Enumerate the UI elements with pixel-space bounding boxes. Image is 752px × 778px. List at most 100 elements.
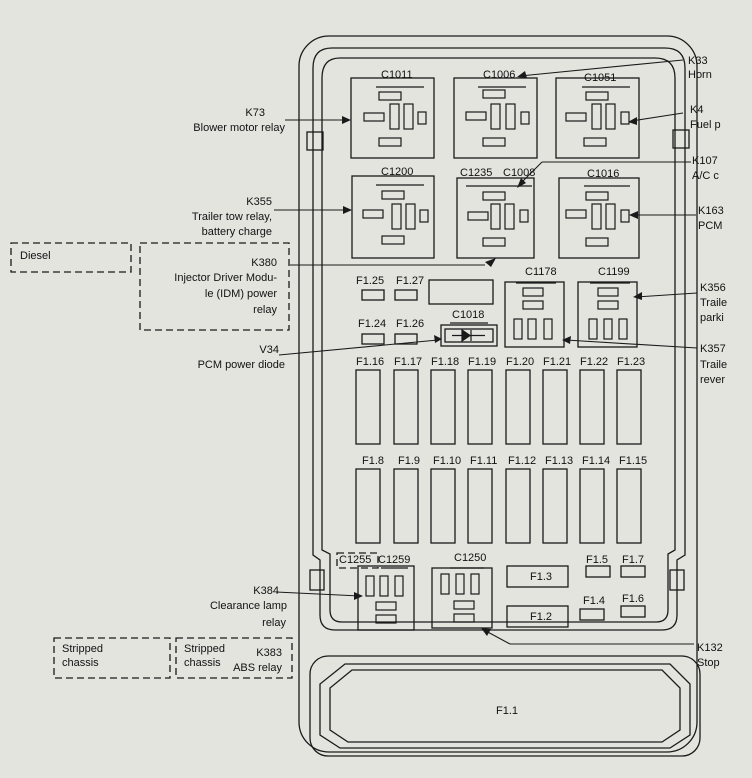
callout-k383-id: K383: [256, 647, 282, 659]
callout-k107-name: A/C c: [692, 170, 719, 182]
callout-k73-id: K73: [245, 107, 265, 119]
callout-k163-name: PCM: [698, 220, 723, 232]
option-diesel: Diesel: [20, 250, 51, 262]
fuse-label-f1-10: F1.10: [433, 455, 462, 467]
connector-c1006: C1006: [483, 69, 516, 81]
fuse-label-f1-9: F1.9: [398, 455, 421, 467]
relay-k107: [456, 177, 535, 259]
callout-k384-name1: Clearance lamp: [209, 600, 287, 612]
callout-k132-id: K132: [697, 642, 723, 654]
connector-c1011: C1011: [381, 69, 413, 81]
fuse-label-f1-17: F1.17: [394, 356, 423, 368]
fuse-label-f1-15: F1.15: [619, 455, 648, 467]
fuse-label-f1-12: F1.12: [508, 455, 537, 467]
connector-c1018: C1018: [452, 309, 485, 321]
relay-slot-blank: [428, 279, 494, 305]
left-notch-low: [309, 569, 325, 591]
fuse-label-f1-2: F1.2: [530, 611, 553, 623]
fuse-label-f1-5: F1.5: [586, 554, 609, 566]
leader-arrowheads: [342, 71, 642, 636]
stripped-box-2: [175, 637, 293, 679]
callout-k384-name2: relay: [262, 617, 286, 629]
housing-outline: [298, 35, 698, 753]
callout-k357-name2: rever: [700, 374, 726, 386]
fuse-label-f1-8: F1.8: [362, 455, 385, 467]
relay-k73: [350, 77, 435, 159]
connector-c1200: C1200: [381, 166, 414, 178]
relay-terminals: [362, 89, 630, 624]
callout-k357-id: K357: [700, 343, 726, 355]
callout-k355-name1: Trailer tow relay,: [191, 211, 272, 223]
callout-k380-id: K380: [251, 257, 277, 269]
leader-lines: [274, 59, 698, 645]
stripped-box-1: [53, 637, 171, 679]
connector-c1016: C1016: [587, 168, 620, 180]
fuse-row-rects: [355, 369, 642, 544]
connector-c1199: C1199: [598, 266, 630, 278]
callout-k73-name: Blower motor relay: [193, 122, 285, 134]
callout-v34-id: V34: [259, 344, 279, 356]
fuse-label-f1-4: F1.4: [583, 595, 606, 607]
right-notch-low: [669, 569, 685, 591]
panel-outline: [312, 47, 686, 631]
fuse-label-f1-11: F1.11: [470, 455, 498, 467]
fuse-label-f1-3: F1.3: [530, 571, 553, 583]
option-stripped-2b: chassis: [184, 657, 221, 669]
connector-c1178: C1178: [525, 266, 557, 278]
fuse-label-f1-1: F1.1: [496, 705, 519, 717]
left-notch: [306, 131, 324, 151]
fuse-label-f1-13: F1.13: [545, 455, 574, 467]
fuse-label-f1-19: F1.19: [468, 356, 497, 368]
relay-k357: [504, 281, 565, 348]
callout-k380-name3: relay: [253, 304, 277, 316]
callout-k4-name: Fuel p: [690, 119, 721, 131]
callout-k356-id: K356: [700, 282, 726, 294]
panel-inner-outline: [321, 57, 676, 623]
fuse-label-f1-20: F1.20: [506, 356, 535, 368]
fuse-label-f1-18: F1.18: [431, 356, 460, 368]
fuse-label-f1-6: F1.6: [622, 593, 645, 605]
callout-k384-id: K384: [253, 585, 279, 597]
callout-k355-id: K355: [246, 196, 272, 208]
fuse-label-f1-22: F1.22: [580, 356, 609, 368]
callout-k380-name1: Injector Driver Modu-: [174, 272, 277, 284]
relay-k355: [351, 175, 435, 259]
fuse-label-f1-26: F1.26: [396, 318, 425, 330]
k380-box: [139, 242, 290, 331]
fuse-label-f1-24: F1.24: [358, 318, 387, 330]
diesel-box: [10, 242, 132, 273]
connector-c1008: C1008: [503, 167, 536, 179]
callout-k4-id: K4: [690, 104, 704, 116]
fuse-label-f1-23: F1.23: [617, 356, 646, 368]
relay-k33: [453, 77, 538, 159]
connector-c1250: C1250: [454, 552, 487, 564]
connector-c1235: C1235: [460, 167, 493, 179]
option-boxes: [10, 242, 379, 679]
right-notch: [672, 129, 690, 149]
callout-k33-id: K33: [688, 55, 708, 67]
callout-k356-name1: Traile: [700, 297, 728, 309]
callout-k356-name2: parki: [700, 312, 724, 324]
callout-v34-name: PCM power diode: [197, 359, 285, 371]
fuse-label-f1-27: F1.27: [396, 275, 425, 287]
fuse-label-f1-25: F1.25: [356, 275, 385, 287]
callout-k33-name: Horn: [688, 69, 712, 81]
option-stripped-2a: Stripped: [184, 643, 225, 655]
relay-k4: [555, 77, 640, 159]
callout-k357-name1: Traile: [700, 359, 728, 371]
relay-k163: [558, 177, 640, 259]
fuse-label-f1-14: F1.14: [582, 455, 611, 467]
main-fuse-outline: [319, 663, 691, 749]
relay-k356: [577, 281, 638, 348]
connector-c1051: C1051: [584, 72, 617, 84]
main-fuse-housing: [309, 655, 701, 757]
fuse-label-f1-21: F1.21: [543, 356, 572, 368]
diode-symbol: [461, 328, 472, 343]
option-stripped-1b: chassis: [62, 657, 99, 669]
callout-k355-name2: battery charge: [201, 226, 272, 238]
callout-k383-name: ABS relay: [233, 662, 282, 674]
fuse-label-f1-7: F1.7: [622, 554, 645, 566]
callout-k107-id: K107: [692, 155, 718, 167]
